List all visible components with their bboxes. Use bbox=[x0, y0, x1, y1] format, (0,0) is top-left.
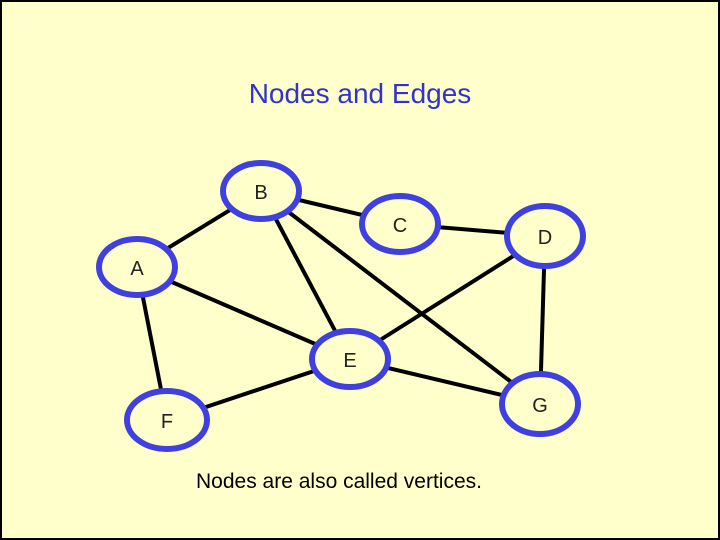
node-d-circle bbox=[504, 203, 586, 269]
node-b: B bbox=[220, 160, 302, 222]
edge-b-g bbox=[259, 189, 542, 406]
node-c-label: C bbox=[393, 215, 407, 237]
node-a: A bbox=[96, 236, 178, 298]
node-d: D bbox=[504, 203, 586, 269]
slide-caption: Nodes are also called vertices. bbox=[196, 470, 482, 493]
node-b-circle bbox=[220, 160, 302, 222]
node-e-circle bbox=[309, 328, 391, 390]
node-f: F bbox=[124, 388, 210, 452]
node-e: E bbox=[309, 328, 391, 390]
node-d-label: D bbox=[538, 227, 552, 249]
node-e-label: E bbox=[343, 350, 356, 372]
edge-d-e bbox=[348, 234, 547, 361]
slide-title: Nodes and Edges bbox=[248, 78, 472, 109]
node-a-circle bbox=[96, 236, 178, 298]
node-f-circle bbox=[124, 388, 210, 452]
node-g-circle bbox=[499, 371, 581, 437]
node-a-label: A bbox=[130, 258, 144, 280]
node-c-circle bbox=[359, 193, 441, 255]
node-layer: B C D A E G F bbox=[96, 160, 586, 452]
node-f-label: F bbox=[161, 411, 173, 433]
node-c: C bbox=[359, 193, 441, 255]
node-g-label: G bbox=[532, 395, 548, 417]
node-g: G bbox=[499, 371, 581, 437]
node-b-label: B bbox=[254, 182, 267, 204]
